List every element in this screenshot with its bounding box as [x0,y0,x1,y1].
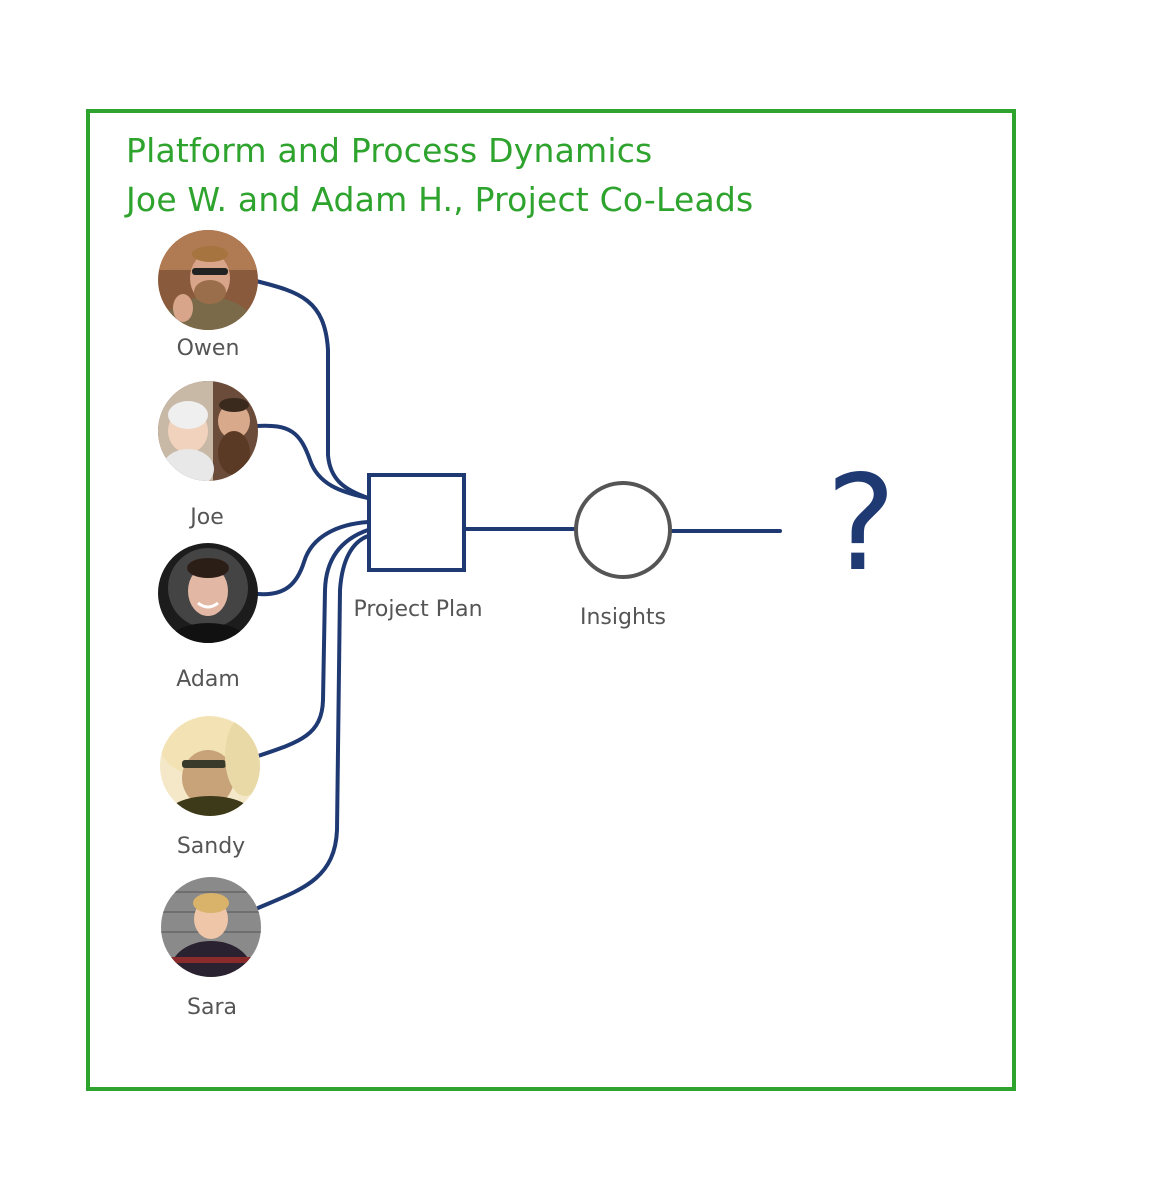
person-label-owen: Owen [176,336,240,361]
project-plan-node [367,473,466,572]
connector-owen [254,279,370,500]
person-label-sara: Sara [187,995,237,1020]
question-mark-icon: ? [826,447,897,601]
diagram-frame [86,109,1016,1091]
connector-joe [254,423,370,500]
person-label-adam: Adam [176,667,240,692]
sandy-avatar [160,716,260,816]
person-label-sandy: Sandy [176,834,246,859]
diagram-title: Platform and Process Dynamics [126,131,653,170]
sara-avatar [161,877,261,977]
project-plan-label: Project Plan [353,597,483,622]
connector-sara [256,534,370,910]
insights-label: Insights [579,605,667,630]
owen-avatar [158,230,258,330]
diagram-subtitle: Joe W. and Adam H., Project Co-Leads [126,180,754,219]
connector-adam [256,520,370,597]
person-label-joe: Joe [190,505,224,530]
joe-avatar [158,381,258,481]
connector-sandy [256,528,370,758]
adam-avatar [158,543,258,643]
insights-node [574,481,672,579]
